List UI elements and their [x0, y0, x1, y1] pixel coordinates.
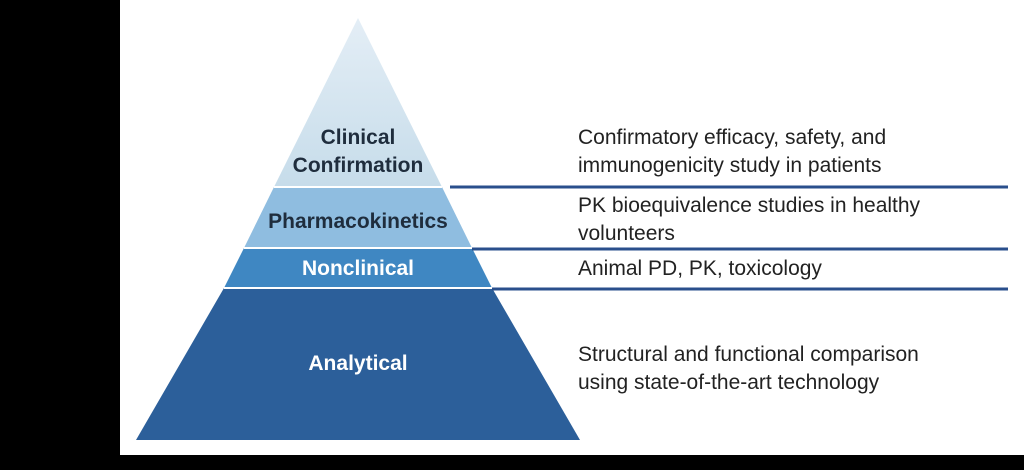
tier-nonclinical-shape — [224, 248, 492, 288]
tier-nonclinical-description: Animal PD, PK, toxicology — [578, 257, 822, 280]
tier-analytical-description: Structural and functional comparison usi… — [578, 343, 919, 394]
tier-clinical-confirmation-label: Clinical Confirmation — [292, 126, 424, 177]
tier-pharmacokinetics-shape — [244, 187, 472, 248]
tier-nonclinical-label: Nonclinical — [301, 257, 415, 280]
tier-clinical-confirmation-shape — [274, 18, 442, 187]
tier-analytical-shape — [136, 288, 580, 440]
tier-pharmacokinetics-label: Pharmacokinetics — [268, 210, 448, 233]
tier-pharmacokinetics-description: PK bioequivalence studies in healthy vol… — [578, 194, 921, 245]
tier-clinical-confirmation-description: Confirmatory efficacy, safety, and immun… — [578, 126, 887, 177]
tier-analytical-label: Analytical — [308, 352, 408, 375]
